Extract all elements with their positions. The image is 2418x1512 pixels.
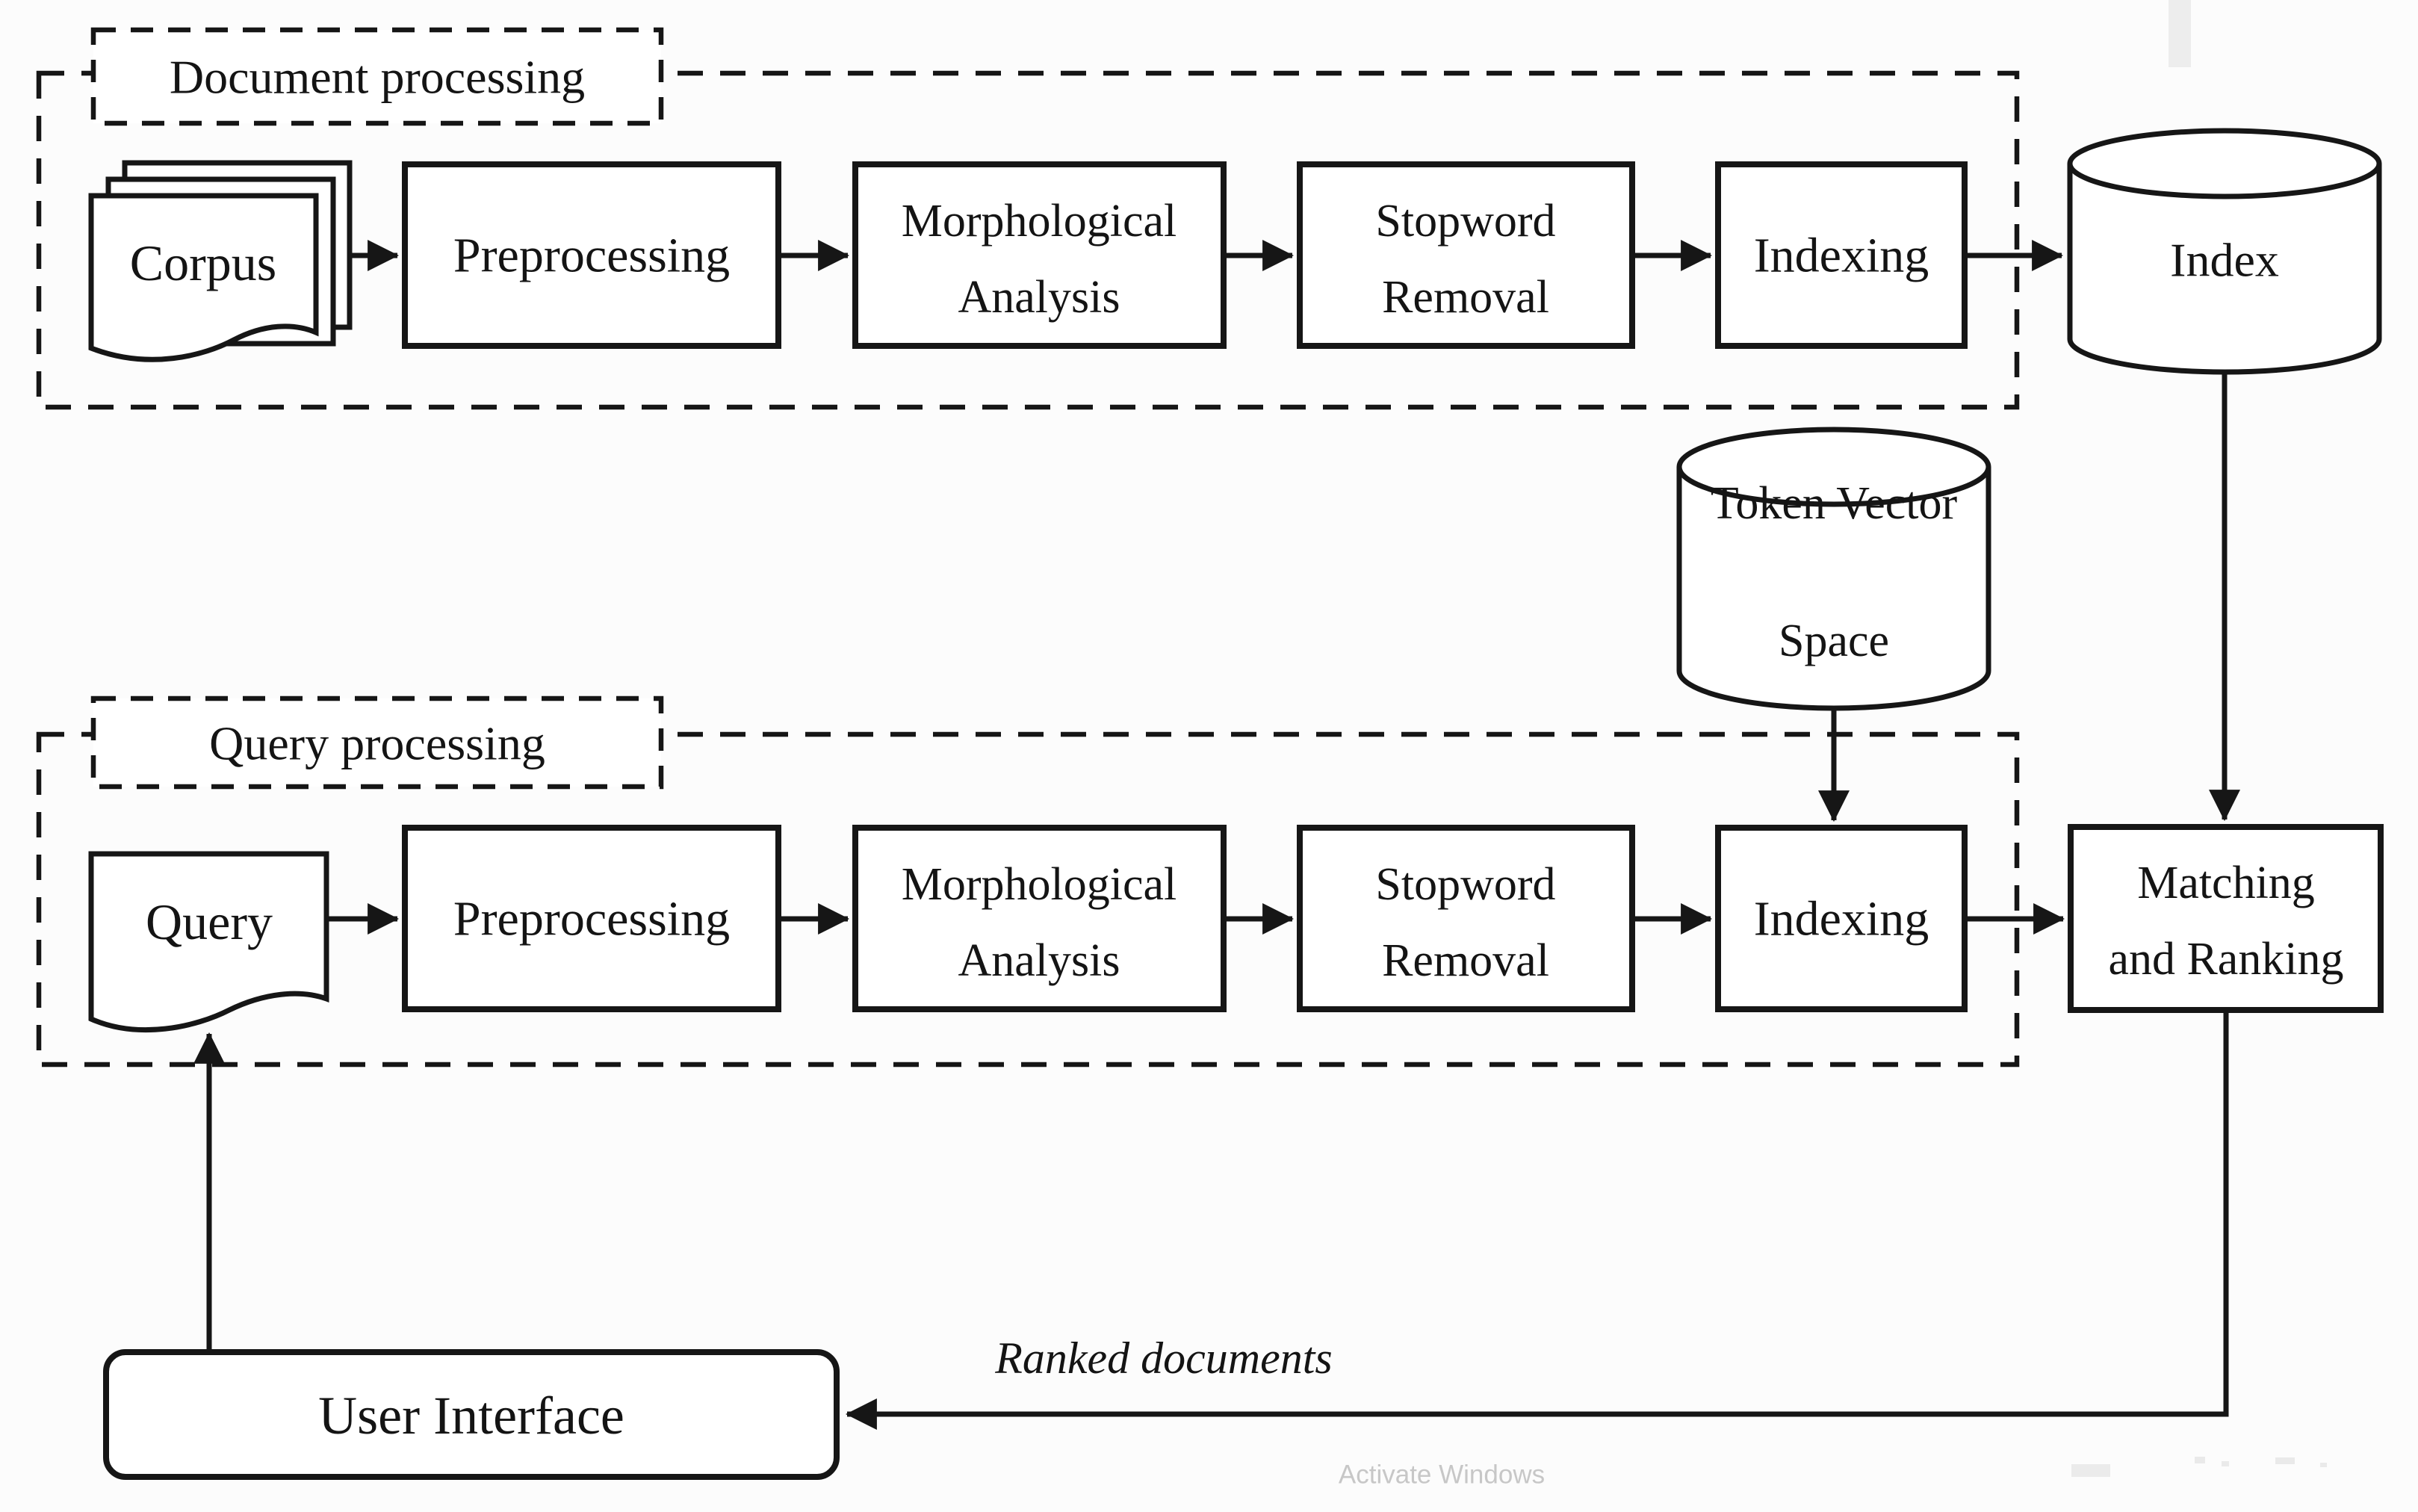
query-indexing-box: [1715, 825, 1968, 1012]
document-processing-label: Document processing: [170, 51, 585, 104]
doc-stopword-label-line2: Removal: [1382, 272, 1549, 323]
document-processing-container: [36, 70, 2020, 410]
doc-preprocessing-label: Preprocessing: [453, 229, 730, 283]
token-vector-space-datastore-icon: [1676, 427, 1991, 711]
token-vector-label-line2: Space: [1779, 616, 1889, 666]
corpus-documents-icon: [88, 160, 353, 362]
activate-windows-watermark: Activate Windows: [1339, 1460, 1545, 1490]
matching-label-line2: and Ranking: [2108, 934, 2343, 985]
query-label: Query: [146, 893, 273, 950]
doc-morphological-label-line2: Analysis: [958, 272, 1120, 323]
query-stopword-label-line2: Removal: [1382, 935, 1549, 986]
taskbar-artifacts: [2071, 1457, 2327, 1477]
doc-morphological-label-line1: Morphological: [902, 196, 1177, 247]
doc-stopword-removal-box: [1297, 161, 1635, 349]
user-interface-label: User Interface: [318, 1386, 624, 1446]
token-vector-label-line1: Token Vector: [1711, 478, 1958, 529]
doc-stopword-label-line1: Stopword: [1375, 196, 1555, 247]
query-stopword-label-line1: Stopword: [1375, 859, 1555, 910]
query-indexing-label: Indexing: [1754, 892, 1929, 946]
ranked-documents-label: Ranked documents: [994, 1333, 1333, 1383]
flow-arrows: [193, 240, 2240, 1430]
document-processing-label-box: [90, 27, 664, 126]
corpus-label: Corpus: [130, 235, 276, 291]
doc-indexing-label: Indexing: [1754, 229, 1929, 283]
doc-indexing-box: [1715, 161, 1968, 349]
query-morphological-label-line1: Morphological: [902, 859, 1177, 910]
query-processing-label: Query processing: [209, 717, 545, 770]
query-processing-label-box: [90, 695, 664, 790]
query-document-icon: [88, 851, 329, 1032]
user-interface-box: [103, 1349, 840, 1480]
doc-morphological-analysis-box: [852, 161, 1227, 349]
index-store-label: Index: [2170, 234, 2279, 287]
arrow-ranked-documents: [845, 1010, 2229, 1430]
query-preprocessing-label: Preprocessing: [453, 892, 730, 946]
query-processing-container: [36, 731, 2020, 1068]
matching-and-ranking-box: [2068, 824, 2384, 1013]
query-morphological-analysis-box: [852, 825, 1227, 1012]
scrollbar-artifact: [2169, 0, 2191, 67]
index-datastore-icon: [2067, 128, 2382, 375]
doc-preprocessing-box: [402, 161, 781, 349]
query-morphological-label-line2: Analysis: [958, 935, 1120, 986]
matching-label-line1: Matching: [2137, 858, 2315, 908]
